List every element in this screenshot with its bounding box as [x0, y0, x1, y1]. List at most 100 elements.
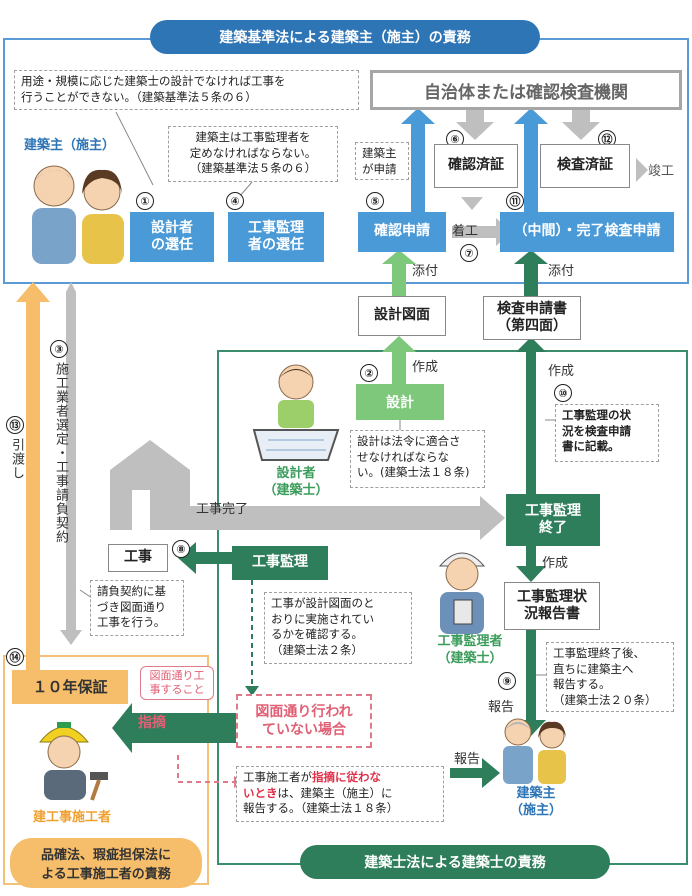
note-contractor-part-c: 報告する。（建築士法１８条） — [243, 801, 399, 816]
owner-bottom-illustration — [498, 716, 574, 786]
arrow-authority-to-inspect — [562, 110, 600, 140]
confirm-done-box: 確認済証 — [434, 144, 518, 188]
work-complete-label: 工事完了 — [196, 502, 249, 517]
owner-bottom-icon — [503, 718, 566, 784]
note-record-supervision: 工事監理の状 況を検査申請 書に記載。 — [555, 404, 659, 462]
top-region-title: 建築基準法による建築主（施主）の責務 — [150, 20, 540, 54]
create-label-2: 作成 — [548, 364, 575, 379]
inspect-form-line2: （第四面） — [497, 318, 567, 334]
arrow-contract-down — [60, 630, 82, 645]
note-supervisor-line3: （建築基準法５条の６） — [189, 161, 317, 176]
note-report-line4: （建築士法２０条） — [553, 692, 657, 707]
note-design-compliance: 設計は法令に適合さ せなければならな い。(建築士法１８条) — [350, 430, 485, 488]
note-contractor-part-b: は、建築主（施主）に — [277, 785, 393, 800]
step-2-marker: ② — [360, 364, 378, 382]
note-owner-apply-line1: 建築主 — [362, 146, 397, 160]
drawings-box: 設計図面 — [358, 296, 446, 336]
note-design-line2: せなければならな — [357, 449, 449, 464]
pink-note-line1: 図面通り工 — [149, 669, 205, 682]
select-designer-line1: 設計者 — [151, 219, 193, 236]
note-report-line1: 工事監理終了後、 — [553, 646, 645, 660]
note-law5-6-line1: 用途・規模に応じた建築士の設計でなければ工事を — [21, 74, 286, 88]
contractor-label: 建工事施工者 — [32, 810, 111, 825]
supervision-box: 工事監理 — [232, 546, 328, 580]
not-as-drawn-line1: 図面通り行われ — [255, 703, 353, 720]
supervision-end-line2: 終了 — [539, 520, 567, 536]
left-title-line2: よる工事施工者の責務 — [41, 867, 171, 882]
arrow-report-down — [516, 630, 546, 736]
select-designer-line2: の選任 — [151, 237, 193, 253]
note-law5-6-line2: 行うことができない。（建築基準法５条の６） — [21, 89, 257, 104]
right-region-title: 建築士法による建築士の責務 — [300, 845, 610, 879]
arrow-start-right — [452, 218, 512, 246]
handover-label: 引渡し — [9, 438, 24, 480]
step-3-marker: ③ — [50, 340, 68, 358]
select-supervisor-line1: 工事監理 — [248, 219, 304, 236]
select-supervisor-box: 工事監理 者の選任 — [228, 212, 324, 262]
arrow-drawings-up — [382, 250, 416, 300]
supervisor-icon — [438, 552, 486, 634]
attach-label-1: 添付 — [412, 264, 439, 279]
arrow-confirm-apply-up — [401, 108, 435, 212]
note-owner-applies: 建築主 が申請 — [355, 142, 409, 180]
note-law5-6: 用途・規模に応じた建築士の設計でなければ工事を 行うことができない。（建築基準法… — [14, 70, 359, 110]
note-check-line3: るかを確認する。 — [271, 627, 363, 642]
step-14-marker: ⑭ — [6, 648, 24, 666]
arrow-authority-to-confirm — [456, 110, 494, 140]
owner-couple-icon — [32, 165, 124, 264]
note-design-line3: い。(建築士法１８条) — [357, 465, 470, 480]
owner-bottom-line1: 建築主 — [516, 786, 556, 801]
note-check-line2: おりに実施されてい — [271, 611, 375, 626]
step-7-marker: ⑦ — [460, 244, 478, 262]
left-region-title: 品確法、瑕疵担保法に よる工事施工者の責務 — [10, 838, 202, 888]
owner-bottom-label: 建築主 （施主） — [494, 786, 578, 820]
note-record-line1: 工事監理の状 — [562, 408, 631, 422]
owner-bottom-line2: （施主） — [509, 802, 562, 818]
designer-label-line2: （建築士） — [263, 482, 329, 498]
designer-label-line1: 設計者 — [276, 466, 316, 481]
arrow-to-finish — [636, 158, 648, 182]
arrow-inspect-apply-up — [514, 108, 548, 212]
step-1-marker: ① — [136, 192, 154, 210]
step-5-marker: ⑤ — [366, 192, 384, 210]
note-check-line1: 工事が設計図面のと — [271, 596, 375, 610]
owner-top-label: 建築主（施主） — [23, 138, 115, 153]
select-contractor-label: 施工業者選定・工事請負契約 — [53, 362, 68, 544]
pink-note-as-drawn: 図面通り工 事すること — [140, 666, 214, 700]
left-title-line1: 品確法、瑕疵担保法に — [40, 848, 171, 863]
note-report-line2: 直ちに建築主へ — [553, 661, 634, 676]
note-check-line4: （建築士法２条） — [271, 642, 363, 657]
note-contract-line1: 請負契約に基 — [97, 584, 166, 598]
report-line2: 況報告書 — [524, 606, 580, 622]
contractor-illustration — [30, 712, 114, 802]
select-supervisor-line2: 者の選任 — [248, 237, 304, 253]
note-report-line3: 報告する。 — [553, 677, 611, 692]
note-contractor-red: 指摘に従わな — [312, 770, 381, 784]
inspect-form-line1: 検査申請書 — [497, 300, 567, 317]
arrow-supervision-end-down — [516, 546, 546, 582]
arrow-work-complete — [110, 440, 505, 540]
pink-dashed-path — [177, 755, 236, 783]
construction-box: 工事 — [108, 544, 168, 572]
arrow-form-up — [514, 250, 548, 300]
step-4-marker: ④ — [226, 192, 244, 210]
step-10-marker: ⑩ — [554, 384, 572, 402]
supervision-end-box: 工事監理 終了 — [506, 494, 600, 546]
note-record-line2: 況を検査申請 — [562, 423, 631, 438]
step-9-marker: ⑨ — [498, 672, 516, 690]
supervisor-illustration — [424, 540, 500, 636]
step-13-marker: ⑬ — [6, 416, 24, 434]
arrow-supervision-end-up — [516, 337, 546, 494]
arrow-confirm-to-start — [461, 197, 483, 210]
step-8-marker: ⑧ — [172, 540, 190, 558]
designer-label: 設計者 （建築士） — [246, 466, 346, 500]
note-supervisor-line1: 建築主は工事監理者を — [195, 130, 311, 144]
select-designer-box: 設計者 の選任 — [130, 212, 214, 262]
inspect-apply-box: （中間）・完了検査申請 — [500, 212, 674, 252]
warranty-box: １０年保証 — [12, 670, 128, 704]
arrow-design-up — [382, 336, 416, 384]
finish-label: 竣工 — [648, 164, 675, 179]
create-label-1: 作成 — [412, 360, 439, 375]
step-11-marker: ⑪ — [506, 192, 524, 210]
